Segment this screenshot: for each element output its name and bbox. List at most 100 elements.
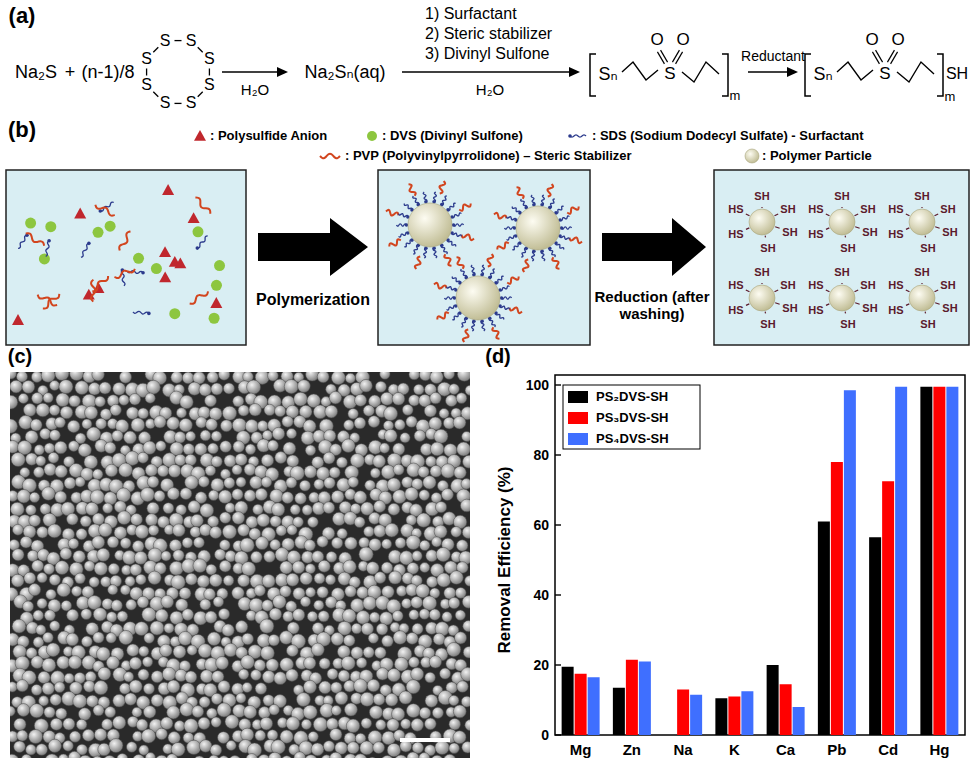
sem-particle xyxy=(87,595,101,609)
bar xyxy=(869,537,881,735)
dvs-monomer xyxy=(133,253,144,264)
bar xyxy=(626,660,638,735)
bar xyxy=(933,387,945,735)
process-panel xyxy=(378,170,590,345)
thiol-label: HS xyxy=(888,279,903,292)
sem-particle xyxy=(446,395,458,407)
dvs-monomer xyxy=(367,131,377,141)
sem-particle xyxy=(217,703,231,717)
pvp-stabilizer xyxy=(444,254,451,265)
thiol-label: HS xyxy=(808,279,823,292)
sem-particle xyxy=(292,561,305,574)
polymer-particle xyxy=(829,285,855,311)
legend-swatch xyxy=(568,391,588,403)
sem-particle xyxy=(155,609,168,622)
sem-particle xyxy=(29,584,41,596)
sem-particle xyxy=(119,630,133,644)
sem-particle xyxy=(68,441,79,452)
sem-particle xyxy=(184,719,198,733)
axis-tick-label: 40 xyxy=(533,587,549,603)
sem-particle xyxy=(238,405,249,416)
sds-head xyxy=(147,312,151,316)
oxygen-atom: O xyxy=(865,30,878,50)
polysulfide-anion xyxy=(12,314,24,325)
double-bond xyxy=(672,50,679,62)
thiol-bond xyxy=(826,304,829,306)
thiol-label: SH xyxy=(860,203,875,216)
sem-particle xyxy=(293,609,305,621)
sem-particle xyxy=(44,563,55,574)
sem-particle xyxy=(236,693,246,703)
sem-particle xyxy=(31,684,42,695)
sem-particle xyxy=(209,407,222,420)
sem-particle xyxy=(260,619,274,633)
sem-particle xyxy=(381,465,395,479)
sem-particle xyxy=(104,492,117,505)
sem-particle xyxy=(381,562,392,573)
reaction-arrow xyxy=(748,71,789,73)
thiol-label: SH xyxy=(920,318,935,331)
sem-particle xyxy=(198,644,212,658)
sem-particle xyxy=(50,694,62,706)
sem-particle xyxy=(313,717,327,731)
sem-particle xyxy=(106,612,116,622)
sem-particle xyxy=(167,488,179,500)
category-label: Hg xyxy=(929,741,949,758)
sem-particle xyxy=(393,631,407,645)
sem-particle xyxy=(436,547,450,561)
sem-particle xyxy=(363,596,377,610)
sem-particle xyxy=(151,694,163,706)
sem-particle xyxy=(142,607,156,621)
sem-particle xyxy=(218,372,229,380)
sem-particle xyxy=(326,718,338,730)
sem-particle xyxy=(207,372,218,383)
sem-particle xyxy=(83,681,95,693)
pvp-stabilizer xyxy=(95,205,114,216)
dvs-monomer xyxy=(209,313,220,324)
sem-particle xyxy=(69,731,80,742)
sem-particle xyxy=(236,477,246,487)
bar xyxy=(639,662,651,736)
sem-particle xyxy=(50,381,60,391)
sem-particle xyxy=(457,681,469,693)
thiol-bond xyxy=(775,290,779,292)
sem-particle xyxy=(304,657,316,669)
sem-particle xyxy=(294,392,308,406)
legend-text: PS₂DVS-SH xyxy=(596,390,668,405)
sem-particle xyxy=(451,526,462,537)
sem-particle xyxy=(354,679,368,693)
sem-particle xyxy=(168,464,181,477)
sem-particle xyxy=(10,754,19,758)
sem-particle xyxy=(81,609,92,620)
sem-particle xyxy=(461,479,470,490)
sem-particle xyxy=(314,479,324,489)
sulfur-atom: S xyxy=(879,64,890,84)
sds-surfactant xyxy=(18,235,27,248)
sem-particle xyxy=(219,560,231,572)
sem-particle xyxy=(55,372,69,381)
sem-particle xyxy=(108,563,119,574)
scale-bar xyxy=(400,738,450,742)
sem-particle xyxy=(145,393,155,403)
sem-particle xyxy=(262,671,275,684)
sem-particle xyxy=(98,667,111,680)
sem-particle xyxy=(58,754,68,758)
dvs-monomer xyxy=(39,253,50,264)
sem-particle xyxy=(419,753,430,758)
pvp-stabilizer xyxy=(492,327,499,338)
sem-particle xyxy=(208,443,219,454)
sem-particle xyxy=(211,478,224,491)
sem-particle xyxy=(376,623,388,635)
thiol-bond xyxy=(765,236,767,238)
sem-particle xyxy=(198,717,210,729)
sem-particle xyxy=(38,671,50,683)
sem-particle xyxy=(206,564,217,575)
sem-particle xyxy=(367,679,380,692)
sem-particle xyxy=(258,707,270,719)
sem-particle xyxy=(73,550,85,562)
bracket xyxy=(590,54,596,96)
thiol-label: SH xyxy=(942,302,957,315)
sem-particle xyxy=(462,526,470,538)
sem-particle xyxy=(300,572,313,585)
